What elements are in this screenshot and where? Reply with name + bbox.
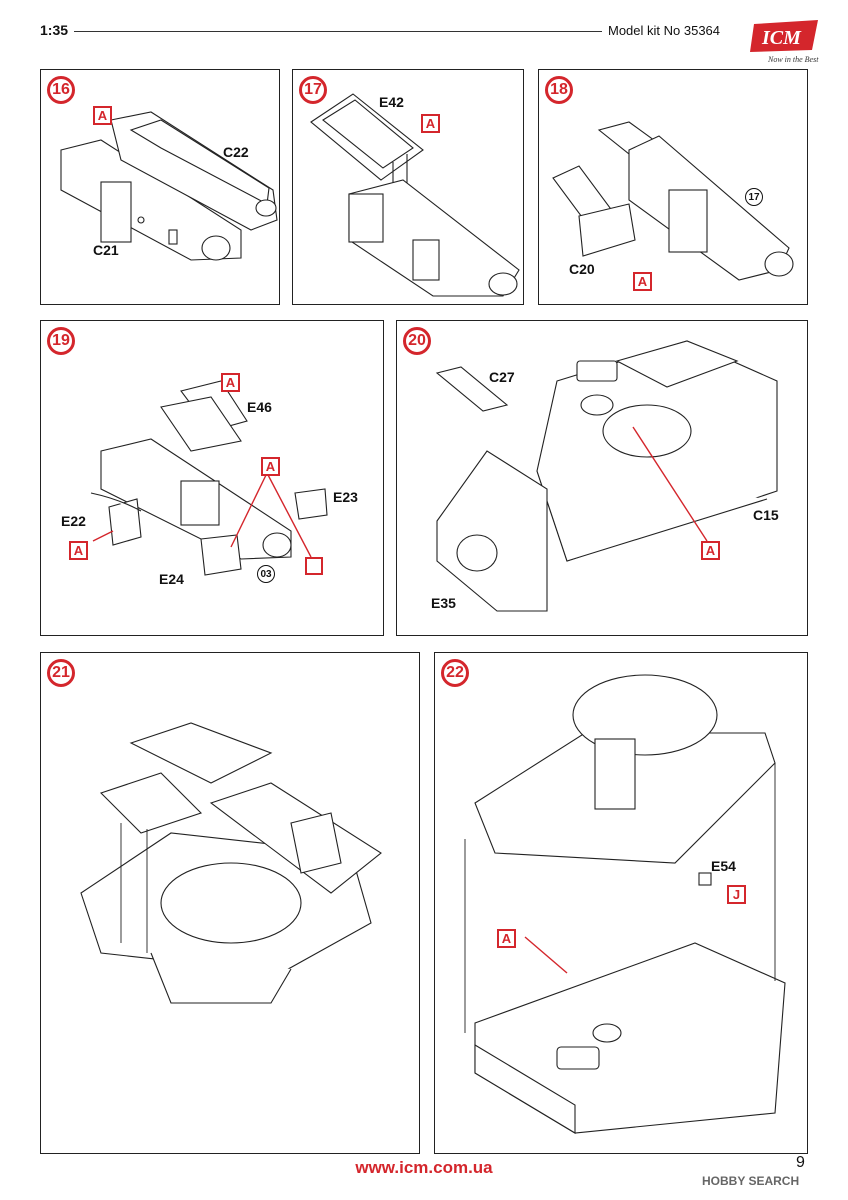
ref-a-marker: A — [69, 541, 88, 560]
step-ref-17-icon: 17 — [745, 188, 763, 206]
step-18-drawing — [552, 121, 794, 281]
ref-j-marker: J — [727, 885, 746, 904]
part-c20-label: C20 — [569, 261, 595, 277]
part-c27-label: C27 — [489, 369, 515, 385]
website-link[interactable]: www.icm.com.ua — [355, 1158, 493, 1177]
ref-a-marker: A — [93, 106, 112, 125]
part-e22-label: E22 — [61, 513, 86, 529]
page-number: 9 — [796, 1154, 805, 1171]
step-18-badge: 18 — [545, 76, 573, 104]
part-e54-label: E54 — [711, 858, 736, 874]
kit-number: Model kit No 35364 — [608, 23, 721, 38]
step-21-panel: 21 — [40, 652, 420, 1154]
ref-a-marker: A — [633, 272, 652, 291]
ref-a-marker: A — [221, 373, 240, 392]
step-16-panel: 16 A C22 C21 — [40, 69, 280, 305]
step-17-badge: 17 — [299, 76, 327, 104]
step-19-drawing — [90, 380, 328, 576]
step-20-badge: 20 — [403, 327, 431, 355]
part-e42-label: E42 — [379, 94, 404, 110]
part-c22-label: C22 — [223, 144, 249, 160]
ref-a-marker: A — [497, 929, 516, 948]
step-20-panel: 20 C27 C15 A E35 — [396, 320, 808, 636]
glue-icon — [305, 557, 323, 575]
svg-text:Now in the Best: Now in the Best — [767, 55, 819, 64]
step-17-drawing — [310, 93, 520, 297]
step-21-badge: 21 — [47, 659, 75, 687]
step-19-panel: 19 A E46 A E23 E22 A E24 03 — [40, 320, 384, 636]
part-e24-label: E24 — [159, 571, 184, 587]
step-22-badge: 22 — [441, 659, 469, 687]
icm-logo: ICM Now in the Best — [748, 16, 822, 66]
step-22-drawing — [464, 674, 786, 1134]
step-17-panel: 17 E42 A — [292, 69, 524, 305]
ref-a-marker: A — [701, 541, 720, 560]
part-c21-label: C21 — [93, 242, 119, 258]
step-22-panel: 22 E54 J A — [434, 652, 808, 1154]
step-ref-03-icon: 03 — [257, 565, 275, 583]
step-16-badge: 16 — [47, 76, 75, 104]
svg-text:ICM: ICM — [761, 27, 802, 49]
ref-a-marker: A — [261, 457, 280, 476]
part-e46-label: E46 — [247, 399, 272, 415]
step-18-panel: 18 17 C20 A — [538, 69, 808, 305]
step-20-drawing — [435, 340, 778, 612]
part-e23-label: E23 — [333, 489, 358, 505]
part-c15-label: C15 — [753, 507, 779, 523]
scale-label: 1:35 — [40, 22, 69, 38]
step-21-drawing — [80, 722, 382, 1004]
header-rule — [74, 31, 602, 32]
watermark: HOBBY SEARCH — [702, 1174, 800, 1188]
step-16-drawing — [60, 111, 278, 261]
ref-a-marker: A — [421, 114, 440, 133]
step-19-badge: 19 — [47, 327, 75, 355]
part-e35-label: E35 — [431, 595, 456, 611]
